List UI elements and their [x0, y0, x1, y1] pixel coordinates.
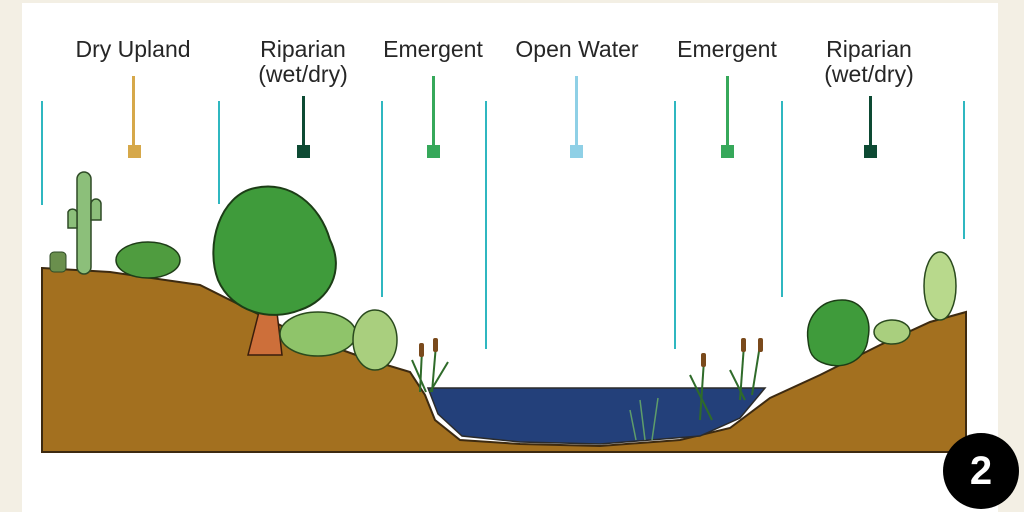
zone-marker-emergent-left — [427, 145, 440, 158]
barrel-cactus — [49, 251, 67, 273]
zone-stem-riparian-right — [869, 96, 872, 148]
zone-marker-riparian-left — [297, 145, 310, 158]
zone-label-riparian-left: Riparian (wet/dry) — [258, 36, 348, 87]
zone-label-dry-upland: Dry Upland — [75, 36, 191, 62]
riparian-shrub — [279, 311, 357, 357]
riparian-tree — [212, 185, 337, 356]
zone-divider — [41, 101, 43, 205]
zone-divider — [781, 101, 783, 297]
zone-marker-emergent-right — [721, 145, 734, 158]
zone-stem-emergent-left — [432, 76, 435, 148]
cattails-right — [689, 344, 761, 421]
upland-shrub — [115, 241, 181, 279]
riparian-shrub-right — [873, 319, 911, 345]
zone-label-emergent-right: Emergent — [677, 36, 777, 62]
zone-divider — [485, 101, 487, 349]
zone-marker-riparian-right — [864, 145, 877, 158]
cattail-head — [758, 338, 763, 352]
zone-label-open-water: Open Water — [515, 36, 639, 62]
cattail-head — [419, 343, 424, 357]
submerged-plant — [629, 397, 659, 441]
zone-marker-open-water — [570, 145, 583, 158]
zone-divider — [381, 101, 383, 297]
zone-label-riparian-right: Riparian (wet/dry) — [824, 36, 914, 87]
water-pool — [426, 387, 767, 445]
cattail-head — [701, 353, 706, 367]
page-number-badge: 2 — [943, 433, 1019, 509]
zone-stem-dry-upland — [132, 76, 135, 148]
zone-marker-dry-upland — [128, 145, 141, 158]
riparian-shrub — [352, 309, 398, 371]
riparian-tree-right — [806, 299, 870, 367]
upland-shrub-right — [923, 251, 957, 321]
zone-stem-open-water — [575, 76, 578, 148]
zone-label-emergent-left: Emergent — [383, 36, 483, 62]
zone-stem-riparian-left — [302, 96, 305, 148]
zone-divider — [963, 101, 965, 239]
zone-stem-emergent-right — [726, 76, 729, 148]
cactus — [67, 171, 102, 275]
zone-divider — [218, 101, 220, 204]
cattail-head — [741, 338, 746, 352]
cattail-head — [433, 338, 438, 352]
zone-divider — [674, 101, 676, 349]
